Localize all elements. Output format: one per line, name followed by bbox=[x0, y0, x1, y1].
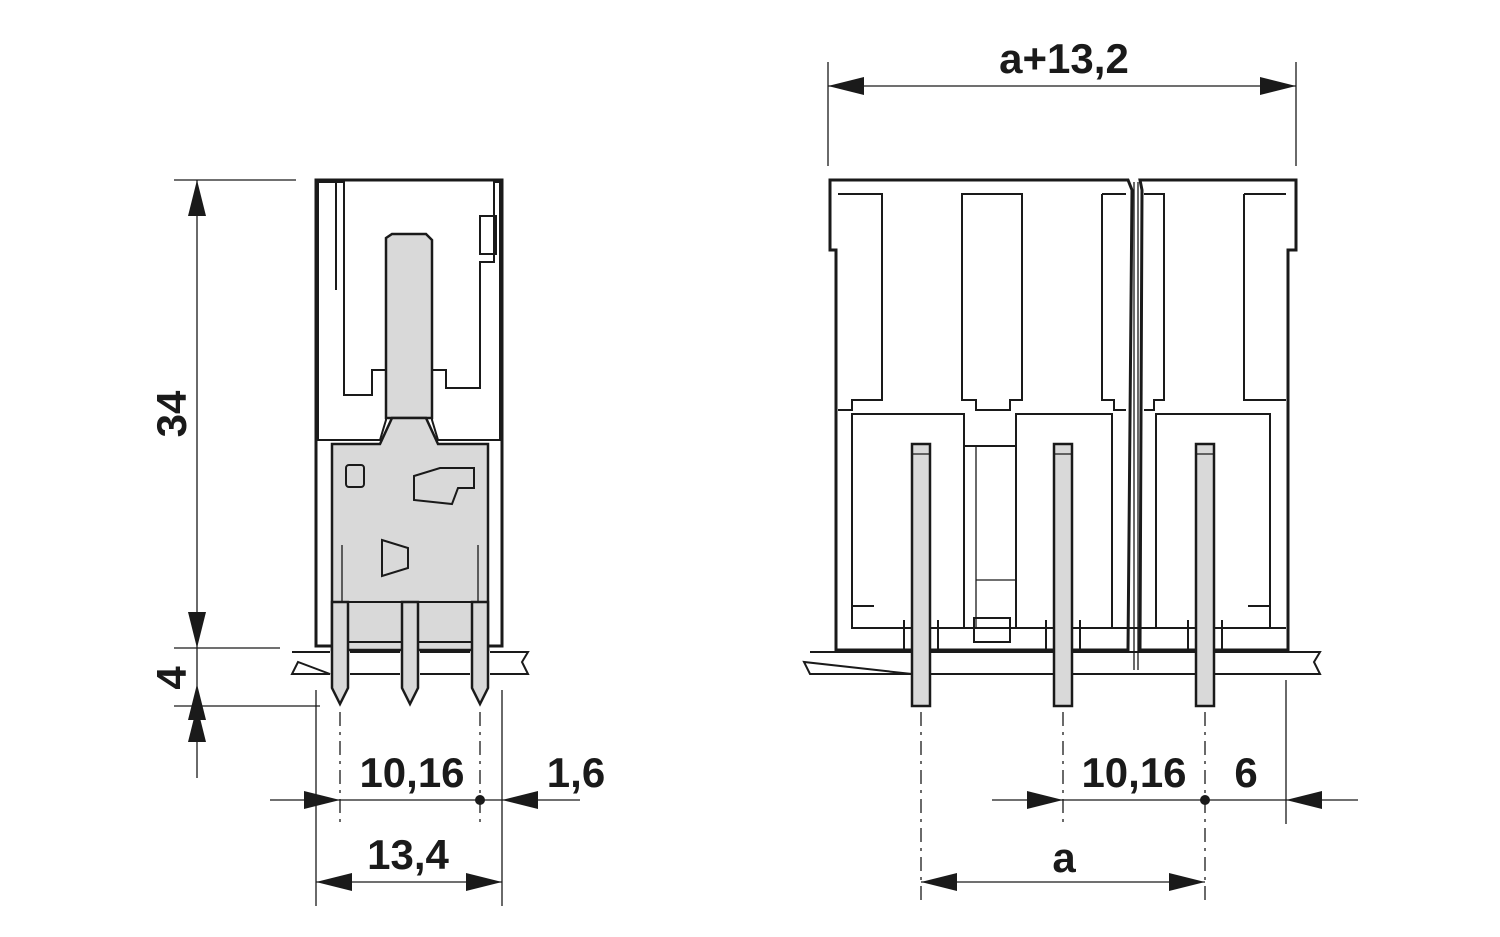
dim-right-span: a bbox=[1052, 834, 1076, 881]
side-view-hatched-left-wall bbox=[317, 181, 387, 441]
front-view-dimensions: a+13,2 10,16 6 a bbox=[827, 35, 1358, 906]
dim-top-width: a+13,2 bbox=[999, 35, 1129, 82]
side-view-solder-body bbox=[330, 416, 490, 652]
side-view-leg bbox=[330, 600, 350, 707]
front-view-pin bbox=[1052, 442, 1074, 708]
side-view-pcb bbox=[290, 651, 530, 675]
dim-height-pin: 4 bbox=[148, 666, 195, 690]
front-view-pin bbox=[910, 442, 932, 708]
dim-left-width: 13,4 bbox=[367, 831, 449, 878]
side-view-contact-blade bbox=[384, 232, 434, 420]
dim-height-total: 34 bbox=[148, 390, 195, 437]
front-view bbox=[802, 178, 1322, 708]
side-view-leg bbox=[470, 600, 490, 707]
side-view-leg bbox=[400, 600, 420, 707]
side-view-hatched-right-wall bbox=[431, 181, 501, 441]
dim-right-offset: 6 bbox=[1234, 749, 1257, 796]
side-view-latch bbox=[479, 215, 497, 255]
front-view-pcb bbox=[802, 651, 1322, 675]
side-view-dimensions: 34 4 10,16 1,6 13,4 bbox=[148, 179, 605, 906]
dim-left-offset: 1,6 bbox=[547, 749, 605, 796]
dim-right-pitch: 10,16 bbox=[1081, 749, 1186, 796]
front-view-pin bbox=[1194, 442, 1216, 708]
dim-left-pitch: 10,16 bbox=[359, 749, 464, 796]
side-view bbox=[290, 178, 530, 707]
